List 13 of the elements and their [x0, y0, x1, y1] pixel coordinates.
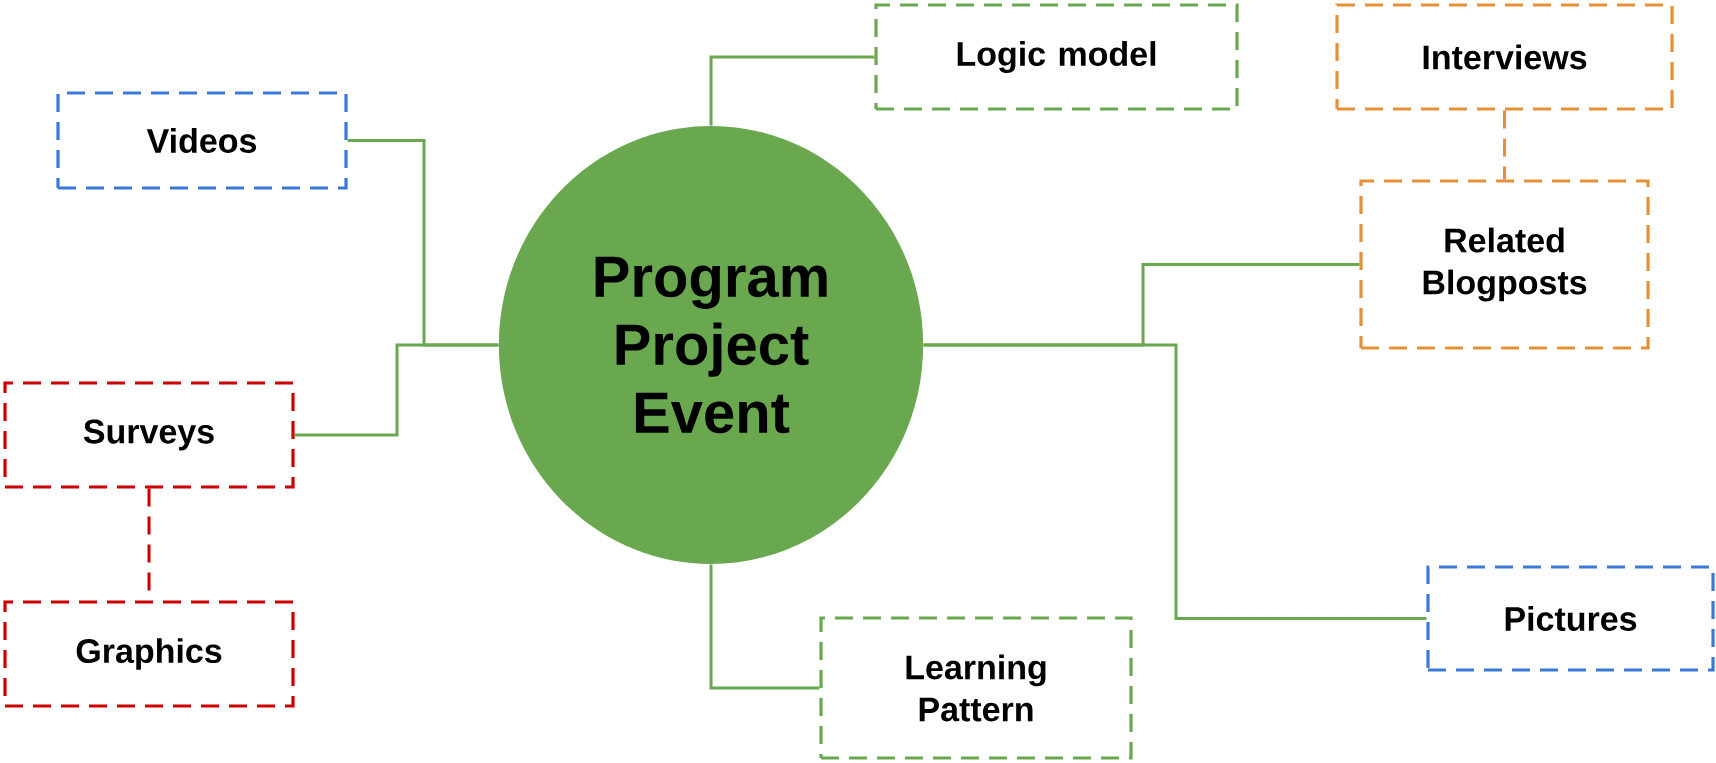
- connector-line: [294, 343, 499, 437]
- connector-line: [709, 564, 820, 690]
- topic-box: Graphics: [3, 600, 295, 708]
- topic-box: Interviews: [1335, 3, 1674, 111]
- topic-box: Logic model: [874, 3, 1239, 111]
- topic-box: Pictures: [1426, 565, 1715, 672]
- connector-line: [923, 343, 1427, 620]
- topic-box: Related Blogposts: [1359, 179, 1650, 350]
- connector-line: [709, 55, 875, 126]
- topic-box: Learning Pattern: [819, 616, 1133, 760]
- connector-line: [1503, 110, 1506, 180]
- topic-box: Surveys: [3, 381, 295, 489]
- topic-box: Videos: [56, 91, 348, 190]
